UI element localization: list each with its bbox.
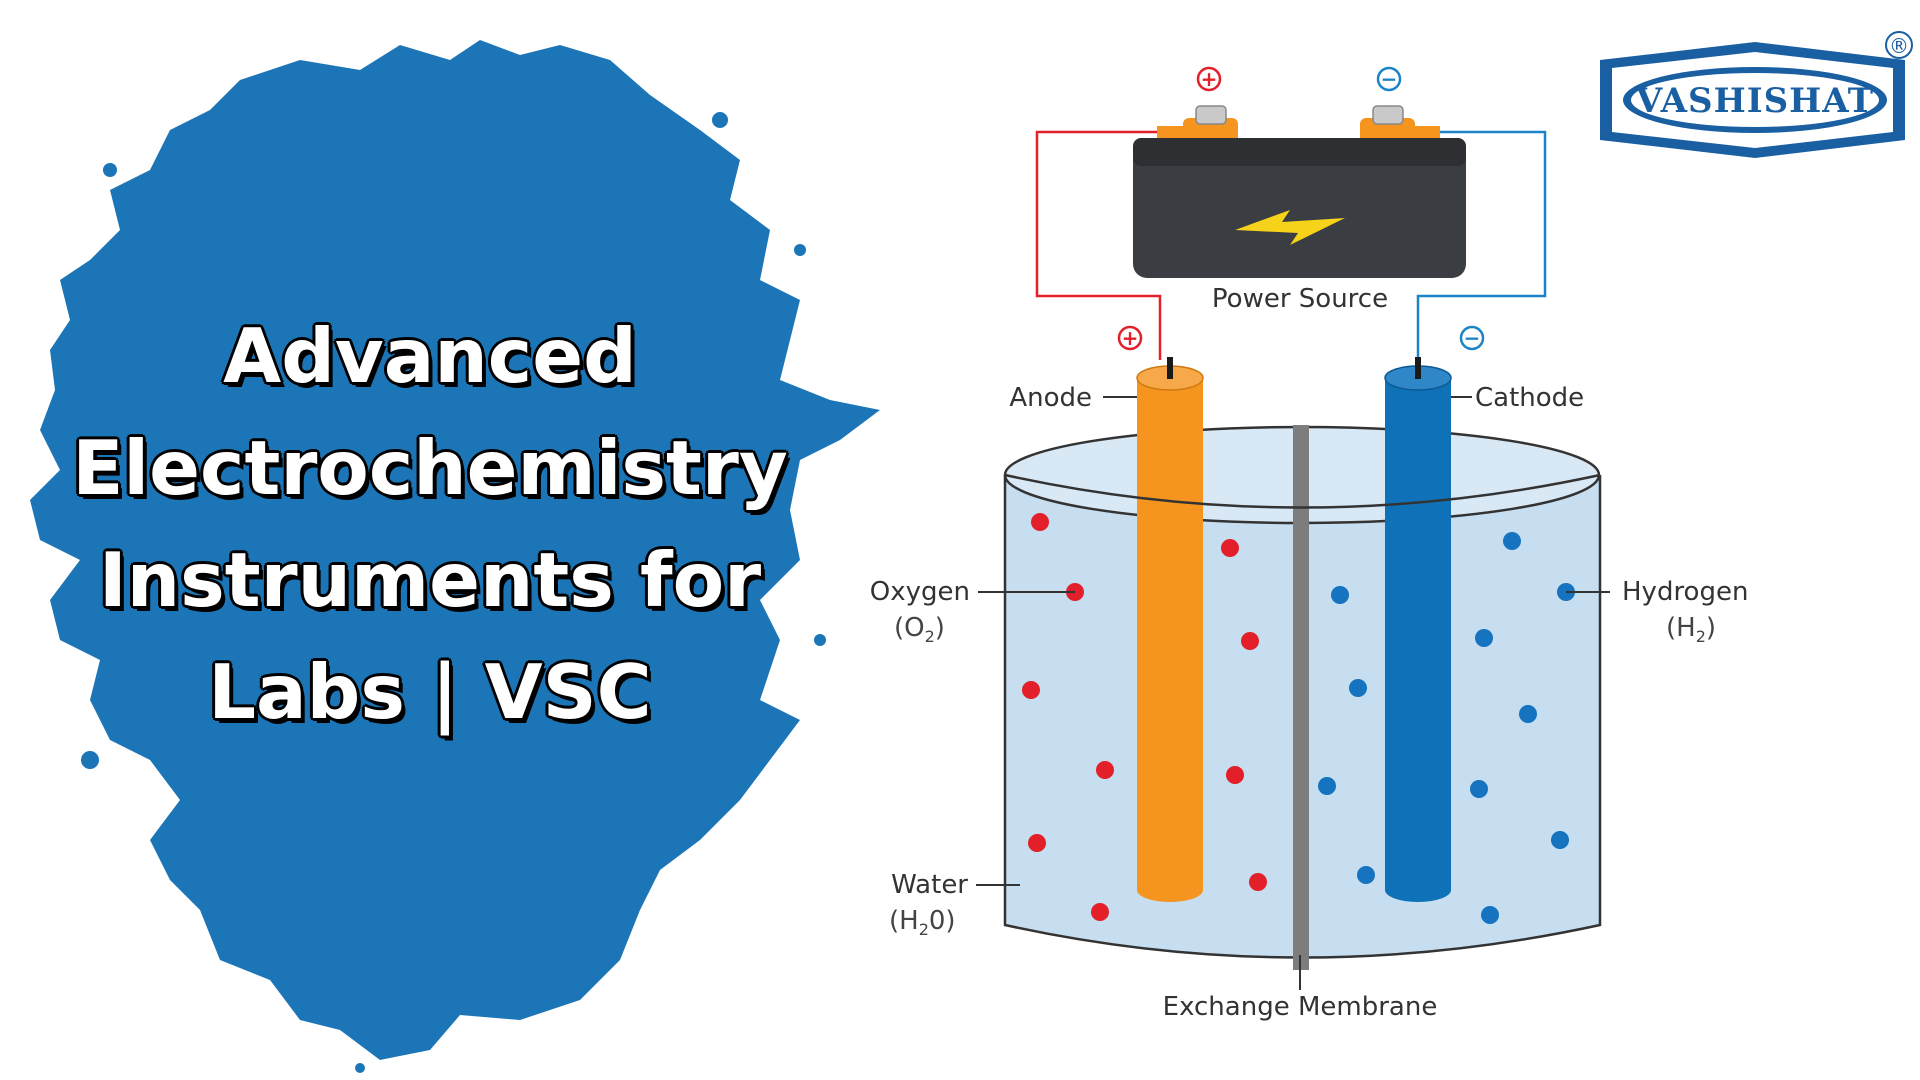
svg-text:+: + [1122, 326, 1139, 350]
hydrogen-dot [1331, 586, 1349, 604]
hydrogen-dot [1349, 679, 1367, 697]
svg-text:(H2): (H2) [1666, 613, 1716, 646]
oxygen-dot [1096, 761, 1114, 779]
oxygen-label: Oxygen [870, 577, 970, 607]
oxygen-dot [1221, 539, 1239, 557]
hydrogen-dot [1318, 777, 1336, 795]
oxygen-dot [1241, 632, 1259, 650]
battery-icon [1133, 105, 1466, 278]
water-surface-line [1004, 473, 1601, 509]
title-line-2: Electrochemistry [72, 424, 788, 512]
oxygen-dot [1028, 834, 1046, 852]
logo-text: VASHISHAT [1635, 81, 1874, 121]
hydrogen-dot [1470, 780, 1488, 798]
hydrogen-dot [1357, 866, 1375, 884]
svg-text:+: + [1201, 67, 1218, 91]
registered-mark: ® [1889, 34, 1909, 58]
wires [1035, 130, 1547, 360]
cathode-label: Cathode [1475, 383, 1584, 413]
svg-text:−: − [1381, 67, 1398, 91]
vashishat-logo: VASHISHAT ® [1600, 31, 1913, 158]
hydrogen-label: Hydrogen [1622, 577, 1748, 607]
anode-plus-sign: + [1117, 325, 1143, 351]
oxygen-dot [1249, 873, 1267, 891]
page-title: Advanced Electrochemistry Instruments fo… [50, 300, 810, 748]
anode-electrode [1136, 357, 1204, 902]
svg-text:−: − [1464, 326, 1481, 350]
oxygen-dot [1022, 681, 1040, 699]
oxygen-dot [1091, 903, 1109, 921]
anode-label: Anode [1009, 383, 1092, 413]
exchange-membrane-label: Exchange Membrane [1163, 992, 1438, 1022]
oxygen-dot [1031, 513, 1049, 531]
cathode-electrode [1384, 357, 1452, 902]
oxygen-formula: (O2) [894, 613, 945, 646]
hydrogen-molecules [1318, 532, 1575, 924]
hydrogen-dot [1503, 532, 1521, 550]
oxygen-molecules [1022, 513, 1267, 921]
title-line-1: Advanced [223, 312, 637, 400]
hydrogen-dot [1481, 906, 1499, 924]
hydrogen-dot [1519, 705, 1537, 723]
exchange-membrane [1293, 425, 1309, 970]
hydrogen-formula: (H2) [1666, 613, 1716, 646]
title-line-4: Labs | VSC [208, 648, 652, 736]
battery-plus-sign: + [1196, 66, 1222, 92]
hydrogen-dot [1551, 831, 1569, 849]
battery-minus-sign: − [1376, 66, 1402, 92]
svg-text:(O2): (O2) [894, 613, 945, 646]
leader-lines [976, 396, 1610, 990]
cathode-minus-sign: − [1459, 325, 1485, 351]
power-source-label: Power Source [1212, 284, 1388, 314]
hydrogen-dot [1475, 629, 1493, 647]
water-label: Water [891, 870, 968, 900]
lightning-bolt-icon [1235, 210, 1345, 245]
svg-text:(H20): (H20) [889, 906, 956, 939]
title-line-3: Instruments for [98, 536, 762, 624]
water-formula: (H20) [889, 906, 956, 939]
oxygen-dot [1226, 766, 1244, 784]
